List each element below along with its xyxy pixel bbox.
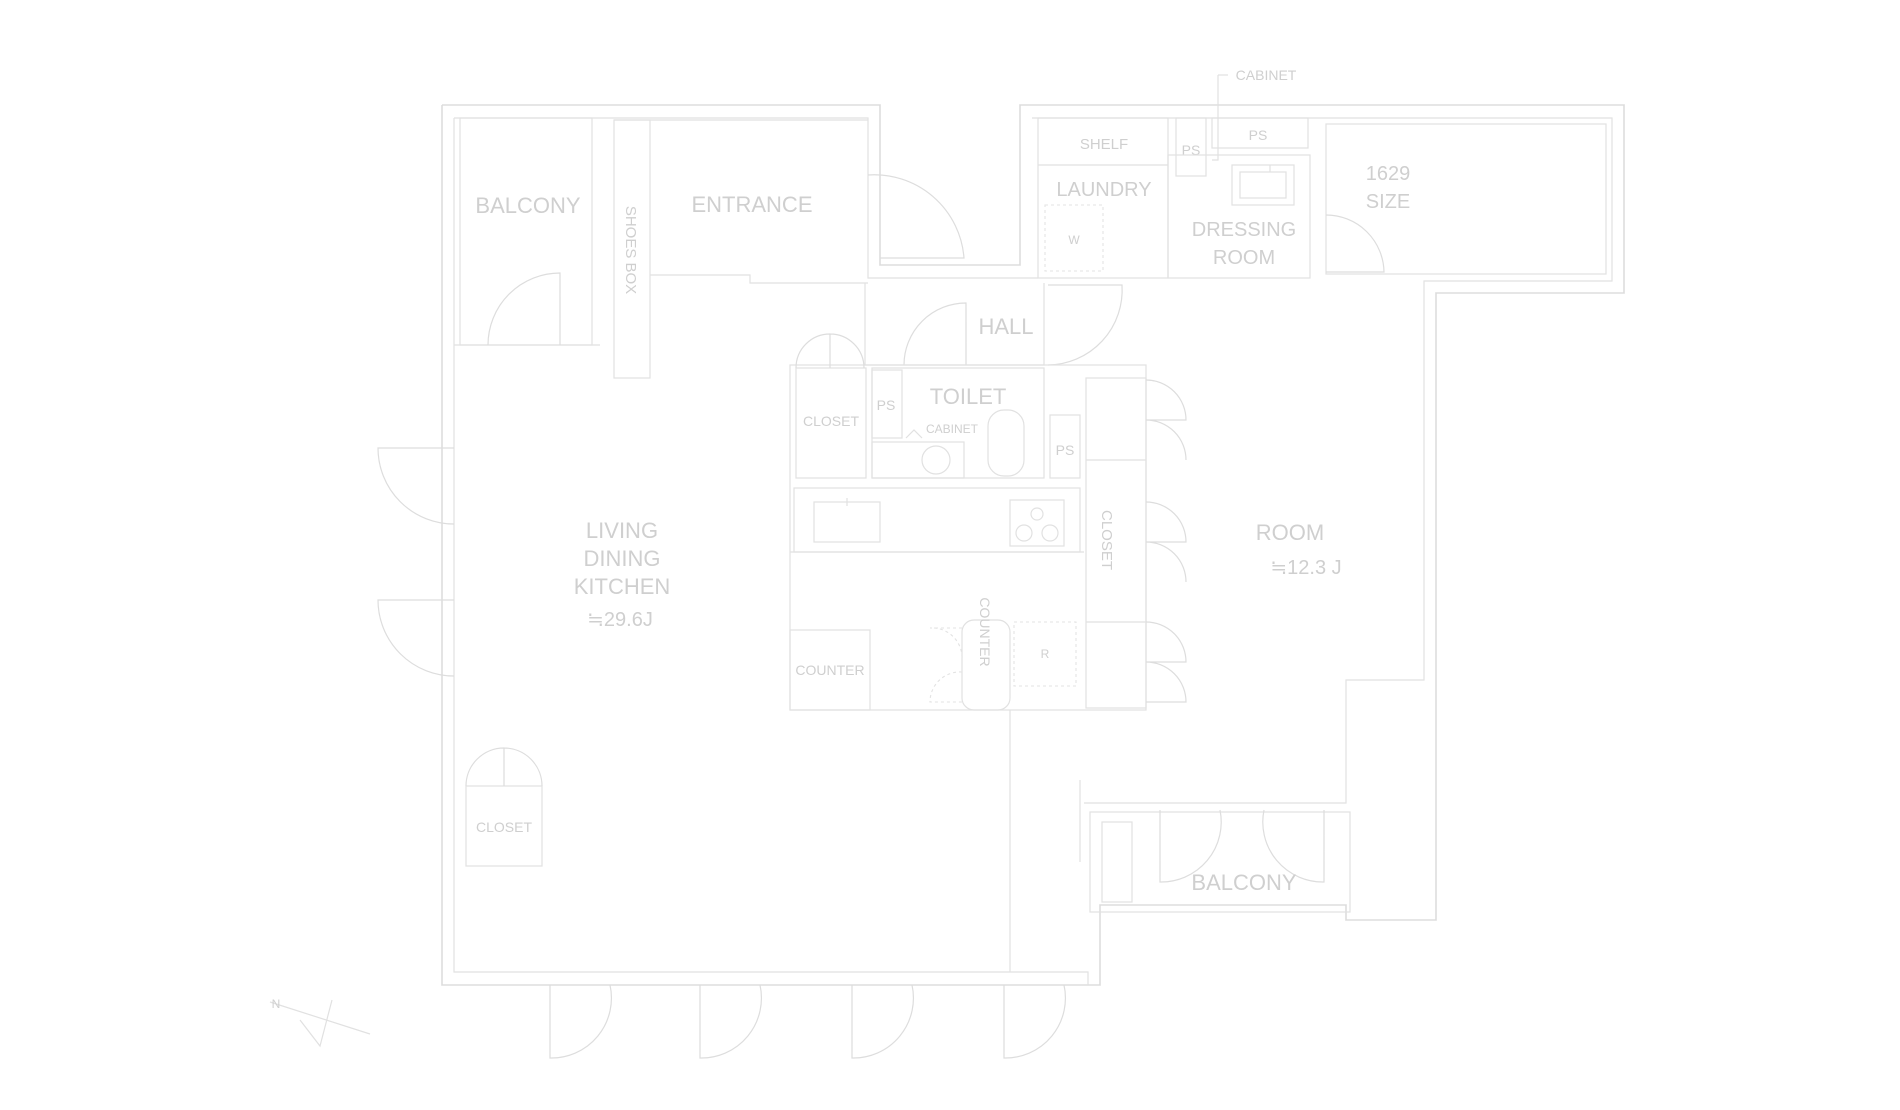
ldk-label-3: KITCHEN [574,574,671,599]
closet-room-label: CLOSET [1098,510,1115,570]
closet-ldk-label: CLOSET [476,819,532,835]
hall-label: HALL [978,314,1033,339]
hall: HALL [864,283,1123,366]
laundry-label: LAUNDRY [1056,179,1151,201]
room-label: ROOM [1256,520,1324,545]
bath-size-label-2: SIZE [1366,191,1410,213]
ldk-side-door-1 [377,447,455,525]
counter-left-label: COUNTER [795,662,864,678]
balcony-bottom: BALCONY [1079,780,1351,913]
bottom-door-2 [699,984,763,1059]
closet-toilet-label: CLOSET [803,413,859,429]
balcony-door-arc [487,272,561,346]
bath-door-arc [1325,214,1385,273]
washer-label: W [1068,233,1080,247]
balcony-bottom-label: BALCONY [1191,870,1296,895]
cabinet-toilet-label: CABINET [926,422,979,436]
hall-door-arc [903,302,967,366]
ldk-label-2: DINING [584,546,661,571]
bath-size-label-1: 1629 [1366,163,1411,185]
entrance: ENTRANCE SHOES BOX [613,119,965,379]
shelf-label: SHELF [1080,136,1128,153]
closet-room-door-arcs [1145,379,1187,703]
balcony-bottom-door-1 [1159,809,1222,883]
ldk-side-door-2 [377,599,455,677]
entrance-door-arc [867,174,965,259]
wet-area: SHELF LAUNDRY W PS PS CABINET DRESSING R… [1037,67,1607,279]
cabinet-top-label: CABINET [1236,67,1297,83]
core: CLOSET PS TOILET CABINET PS COUNTER COUN… [789,333,1147,972]
ps-top-left-label: PS [1182,142,1201,158]
bottom-door-3 [851,984,915,1059]
north-arrow-icon: N [269,997,371,1048]
dressing-label-1: DRESSING [1192,219,1296,241]
bottom-door-1 [549,984,613,1059]
ldk-area: ≒29.6J [587,609,653,631]
compass-label: N [272,997,281,1011]
fridge-label: R [1041,647,1050,661]
bottom-door-4 [1003,984,1067,1059]
closet-door-arcs [795,333,865,369]
balcony-top-label: BALCONY [475,193,580,218]
room-door-arc [1047,284,1123,366]
ldk: LIVING DINING KITCHEN ≒29.6J CLOSET [377,447,1067,1059]
entrance-label: ENTRANCE [691,192,812,217]
outer-walls [441,104,1625,986]
closet-ldk-door-arcs [465,747,543,787]
room-closet: CLOSET [1085,377,1187,709]
room-area: ≒12.3 J [1270,557,1341,579]
ps-room-label: PS [1056,442,1075,458]
counter-island-label: COUNTER [977,597,993,666]
ps-toilet-label: PS [877,397,896,413]
balcony-bottom-door-2 [1262,809,1325,883]
shoes-box-label: SHOES BOX [622,206,639,294]
toilet-label: TOILET [930,384,1007,409]
balcony-top: BALCONY [454,117,600,346]
dressing-label-2: ROOM [1213,247,1275,269]
ldk-label-1: LIVING [586,518,658,543]
ps-top-right-label: PS [1249,127,1268,143]
